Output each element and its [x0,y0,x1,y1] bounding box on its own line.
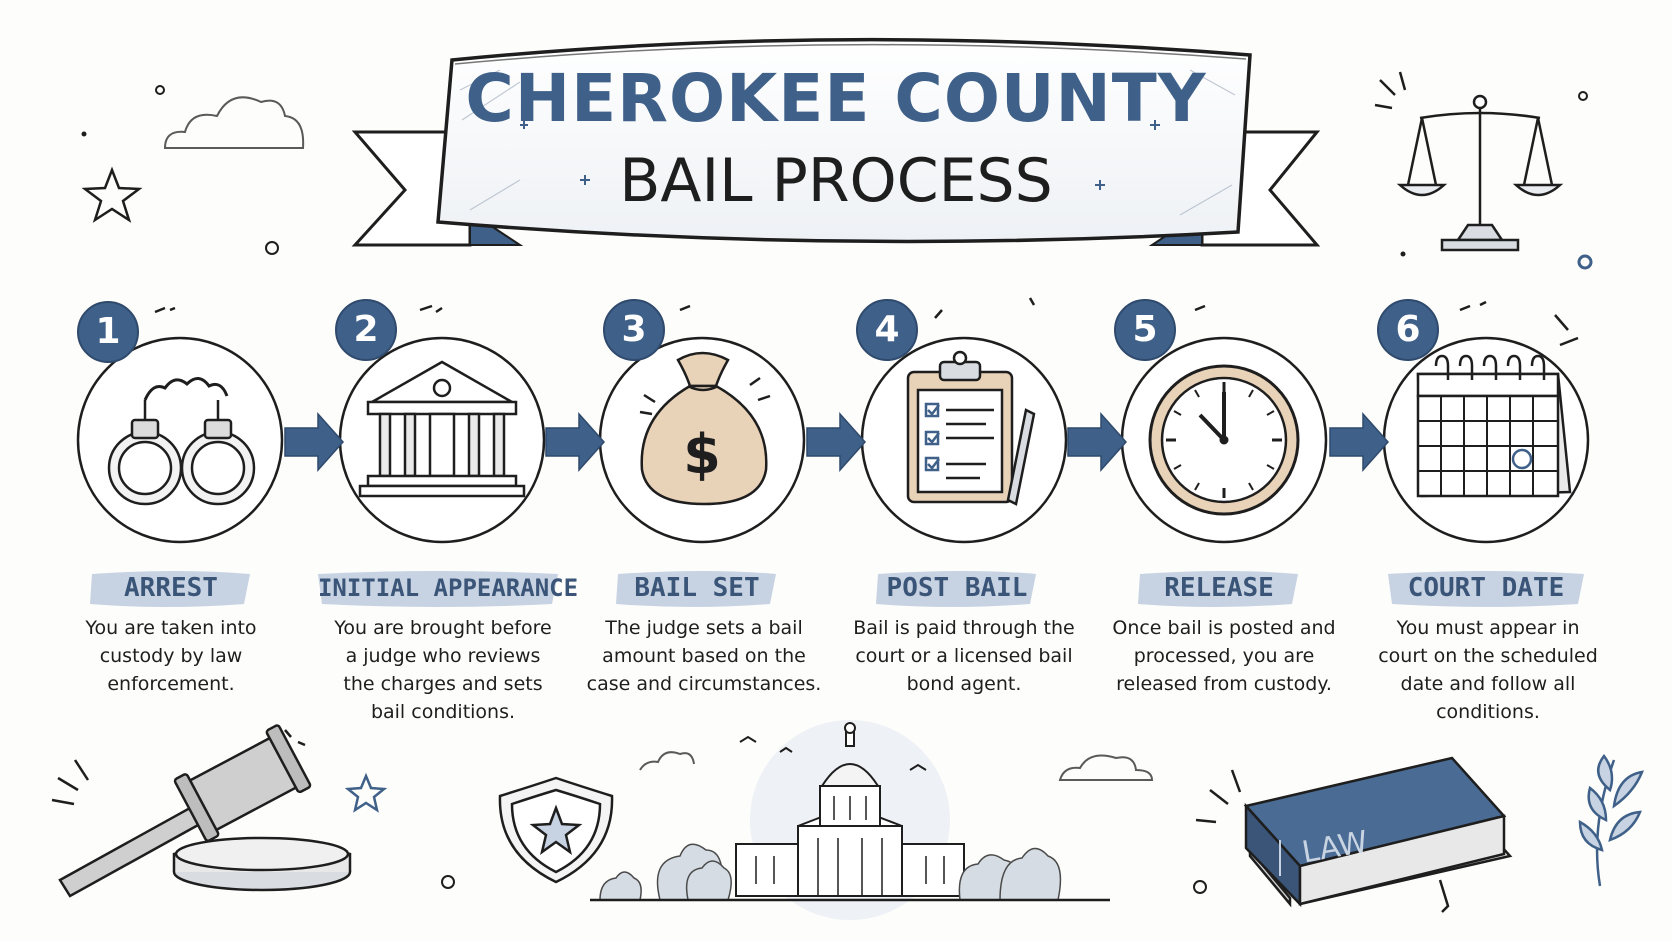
step-2-description: You are brought before a judge who revie… [334,617,552,723]
step-arrows [284,412,1390,472]
handcuffs-icon [107,377,256,506]
gavel-icon [58,724,352,898]
scales-of-justice-icon [1396,94,1564,252]
step-3-label: BAIL SET [634,573,760,603]
step-number-badges [77,299,1439,363]
step-5-number: 5 [1132,309,1158,350]
clock-icon [1148,364,1300,516]
banner-body [436,37,1252,244]
step-1-circle [76,336,284,544]
page-title-line2: BAIL PROCESS [619,146,1053,216]
step-4-description: Bail is paid through the court or a lice… [853,617,1075,695]
step-2-number: 2 [353,309,379,350]
star-icon [81,166,143,223]
leaf-sprig-icon [1578,753,1644,887]
arrow-5-to-6 [1329,412,1390,472]
step-1-label: ARREST [124,573,218,603]
step-1-number: 1 [95,311,121,352]
step-1-description: You are taken into custody by law enforc… [85,617,257,695]
arrow-4-to-5 [1067,412,1128,472]
step-2-label: INITIAL APPEARANCE [317,574,579,602]
clipboard-icon [906,350,1036,506]
label-highlights [90,571,1584,607]
page-title-line1: CHEROKEE COUNTY [465,60,1207,137]
arrow-2-to-3 [545,412,606,472]
step-5-description: Once bail is posted and processed, you a… [1112,617,1336,695]
title-banner [351,37,1321,247]
step-4-label: POST BAIL [886,573,1028,603]
arrow-1-to-2 [284,412,345,472]
step-3-description: The judge sets a bail amount based on th… [586,617,822,695]
shield-badge-icon [498,776,614,884]
step-6-label: COURT DATE [1407,573,1565,603]
law-book-icon [1243,756,1513,913]
money-bag-icon [640,351,768,506]
courthouse-icon [358,360,526,498]
calendar-icon [1416,354,1572,498]
arrow-3-to-4 [806,412,867,472]
step-6-number: 6 [1395,309,1421,350]
small-star-icon [344,772,388,813]
step-5-label: RELEASE [1164,573,1274,603]
cloud-icon [163,96,305,149]
step-6-description: You must appear in court on the schedule… [1378,617,1598,723]
dollar-sign: $ [683,423,721,486]
capitol-building-icon [590,720,1154,920]
step-4-number: 4 [874,309,900,350]
step-3-number: 3 [621,309,647,350]
